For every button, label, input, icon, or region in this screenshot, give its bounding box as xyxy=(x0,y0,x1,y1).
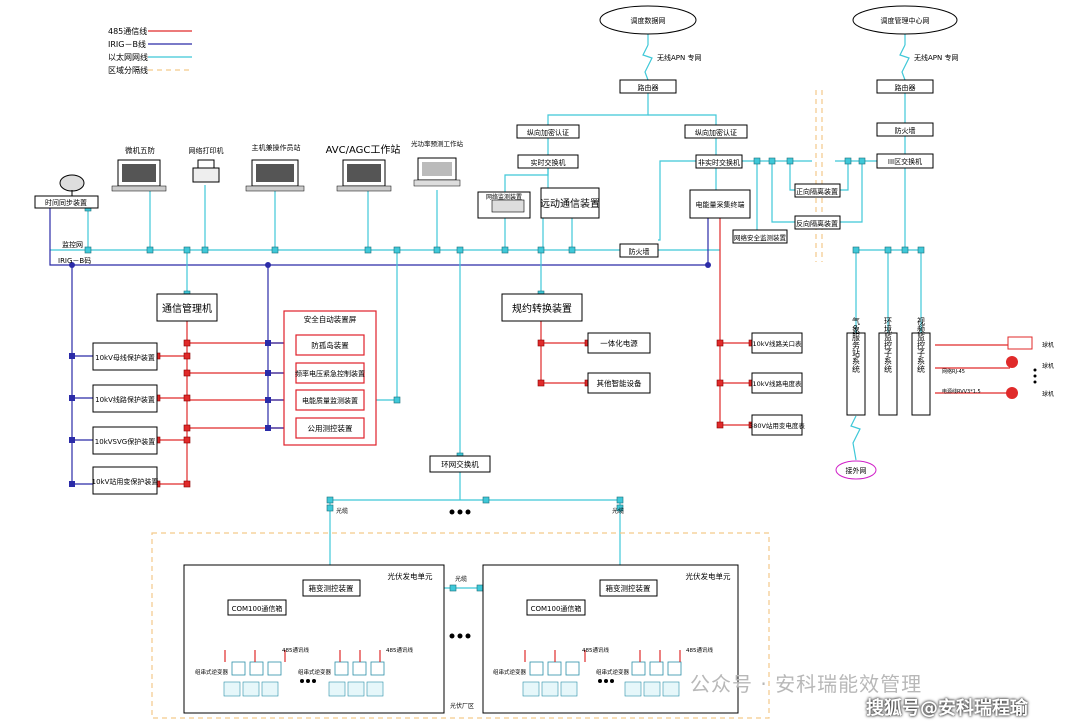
pv-forecast-computer-icon: 光功率预测工作站 xyxy=(411,139,464,187)
external-net-cloud: 接外网 xyxy=(835,460,877,480)
zone3-switch: III区交换机 xyxy=(888,157,922,166)
other-smart-devices: 其他智能设备 xyxy=(597,378,642,388)
host-station-computer-icon: 主机兼操作员站 xyxy=(245,143,305,192)
pv-panel-icons xyxy=(223,681,680,697)
watermark-left: 公众号 · 安科瑞能效管理 xyxy=(690,672,923,696)
box-transformer-2: 箱变测控装置 xyxy=(606,583,651,593)
printer-label: 网络打印机 xyxy=(189,146,224,155)
realtime-switch: 实时交换机 xyxy=(531,158,566,167)
pv-forecast-label: 光功率预测工作站 xyxy=(411,139,464,148)
svg-text:组串式逆变器: 组串式逆变器 xyxy=(298,668,332,676)
meter-gate: 10kV线路关口表 xyxy=(753,339,802,348)
unit1-title: 光伏发电单元 xyxy=(388,571,433,581)
env-monitor: 环境监控子系统 xyxy=(884,317,893,374)
comm-manager: 通信管理机 xyxy=(162,302,212,315)
svg-text:485通讯线: 485通讯线 xyxy=(582,646,609,654)
svg-text:球机: 球机 xyxy=(1042,390,1054,398)
dispatch-net-cloud: 调度数据网 xyxy=(599,5,697,35)
meter-380: 380V站用变电度表 xyxy=(749,421,805,430)
legend-ethernet: 以太网网线 xyxy=(108,52,148,62)
firewall-2: 防火墙 xyxy=(895,126,916,135)
router-1: 路由器 xyxy=(638,83,659,92)
legend-zone: 区域分隔线 xyxy=(108,65,148,75)
power-quality: 电能质量监测装置 xyxy=(302,396,358,405)
svg-text:组串式逆变器: 组串式逆变器 xyxy=(493,668,527,676)
svg-text:调度管理中心网: 调度管理中心网 xyxy=(881,16,930,25)
fiber-label-3: 光缆 xyxy=(455,575,467,583)
time-sync: 时间同步装置 xyxy=(45,198,87,207)
firewall-1: 防火墙 xyxy=(629,247,650,256)
monitor-net-label: 监控网 xyxy=(62,240,83,249)
svg-text:组串式逆变器: 组串式逆变器 xyxy=(195,668,229,676)
svg-text:485通讯线: 485通讯线 xyxy=(386,646,413,654)
svg-text:485通讯线: 485通讯线 xyxy=(686,646,713,654)
nodes: 路由器 纵向加密认证 纵向加密认证 实时交换机 非实时交换机 网络监测装置 远动… xyxy=(34,79,934,714)
nonrealtime-switch: 非实时交换机 xyxy=(698,158,740,167)
protocol-converter: 规约转换装置 xyxy=(512,302,572,315)
red-inverter-lines xyxy=(224,650,681,662)
legend: 485通信线 IRIG－B线 以太网网线 区域分隔线 xyxy=(108,26,192,75)
five-prevent-computer-icon: 微机五防 xyxy=(111,145,167,192)
reverse-isolator: 反向隔离装置 xyxy=(796,219,838,228)
integrated-power: 一体化电源 xyxy=(600,338,638,348)
svg-text:球机: 球机 xyxy=(1042,341,1054,349)
common-measure: 公用测控装置 xyxy=(308,423,353,433)
svg-text:电源线RVV3*1.5: 电源线RVV3*1.5 xyxy=(942,388,981,395)
ring-switch: 环网交换机 xyxy=(441,459,479,469)
legend-irig: IRIG－B线 xyxy=(108,39,146,49)
svg-text:调度数据网: 调度数据网 xyxy=(631,16,666,25)
wireless-icon xyxy=(642,44,910,461)
avc-agc-computer-icon: AVC/AGC工作站 xyxy=(326,143,401,192)
wires xyxy=(49,27,1010,650)
safety-panel-title: 安全自动装置屏 xyxy=(304,314,357,324)
weather-station: 气象服务站系统 xyxy=(852,316,861,374)
prot-bus: 10kV母线保护装置 xyxy=(95,353,155,362)
energy-terminal: 电能量采集终端 xyxy=(696,200,745,209)
meter-line: 10kV线路电度表 xyxy=(753,379,802,388)
box-transformer-1: 箱变测控装置 xyxy=(309,583,354,593)
printer-icon: 网络打印机 xyxy=(189,146,224,183)
telecontrol-device: 远动通信装置 xyxy=(540,197,600,210)
camera-icons: 球机 球机 球机 网络RJ-45 电源线RVV3*1.5 xyxy=(942,336,1054,399)
net-security-monitor: 网络安全监测装置 xyxy=(734,233,787,242)
fiber-label-2: 光缆 xyxy=(612,507,624,515)
network-monitor-device: 网络监测装置 xyxy=(486,193,522,201)
ellipsis-dots xyxy=(300,368,1037,683)
com-box-2: COM100通信箱 xyxy=(531,604,582,613)
irig-code-label: IRIG－B码 xyxy=(58,257,91,265)
svg-text:485通讯线: 485通讯线 xyxy=(282,646,309,654)
auth-1: 纵向加密认证 xyxy=(527,128,569,137)
svg-text:网络RJ-45: 网络RJ-45 xyxy=(942,368,965,375)
svg-text:球机: 球机 xyxy=(1042,362,1054,370)
inverter-labels: 组串式逆变器 组串式逆变器 组串式逆变器 组串式逆变器 485通讯线 485通讯… xyxy=(195,507,713,710)
fiber-label-1: 光缆 xyxy=(336,507,348,515)
zone-dividers xyxy=(151,90,823,719)
plant-area-label: 光伏厂区 xyxy=(450,702,474,710)
svg-text:组串式逆变器: 组串式逆变器 xyxy=(596,668,630,676)
prot-svg: 10kVSVG保护装置 xyxy=(95,437,155,446)
avc-agc-label: AVC/AGC工作站 xyxy=(326,143,401,156)
prot-line: 10kV线路保护装置 xyxy=(95,395,155,404)
forward-isolator: 正向隔离装置 xyxy=(796,187,838,196)
satellite-dish-icon xyxy=(59,174,85,196)
freq-volt-control: 频率电压紧急控制装置 xyxy=(295,369,365,378)
watermark-right: 搜狐号@安科瑞程瑜 xyxy=(866,698,1028,719)
unit2-title: 光伏发电单元 xyxy=(686,571,731,581)
five-prevent-label: 微机五防 xyxy=(125,145,155,155)
mgmt-center-cloud: 调度管理中心网 xyxy=(852,5,958,35)
prot-station: 10kV站用变保护装置 xyxy=(92,477,159,486)
apn-label-1: 无线APN 专网 xyxy=(657,53,701,62)
com-box-1: COM100通信箱 xyxy=(232,604,283,613)
inverter-icons xyxy=(231,661,682,676)
apn-label-2: 无线APN 专网 xyxy=(914,53,958,62)
auth-2: 纵向加密认证 xyxy=(695,128,737,137)
legend-485: 485通信线 xyxy=(108,26,147,36)
host-station-label: 主机兼操作员站 xyxy=(252,143,301,152)
anti-island: 防孤岛装置 xyxy=(311,340,349,350)
video-monitor: 视频监控子系统 xyxy=(917,316,926,374)
router-2: 路由器 xyxy=(895,83,916,92)
svg-text:接外网: 接外网 xyxy=(846,466,867,475)
